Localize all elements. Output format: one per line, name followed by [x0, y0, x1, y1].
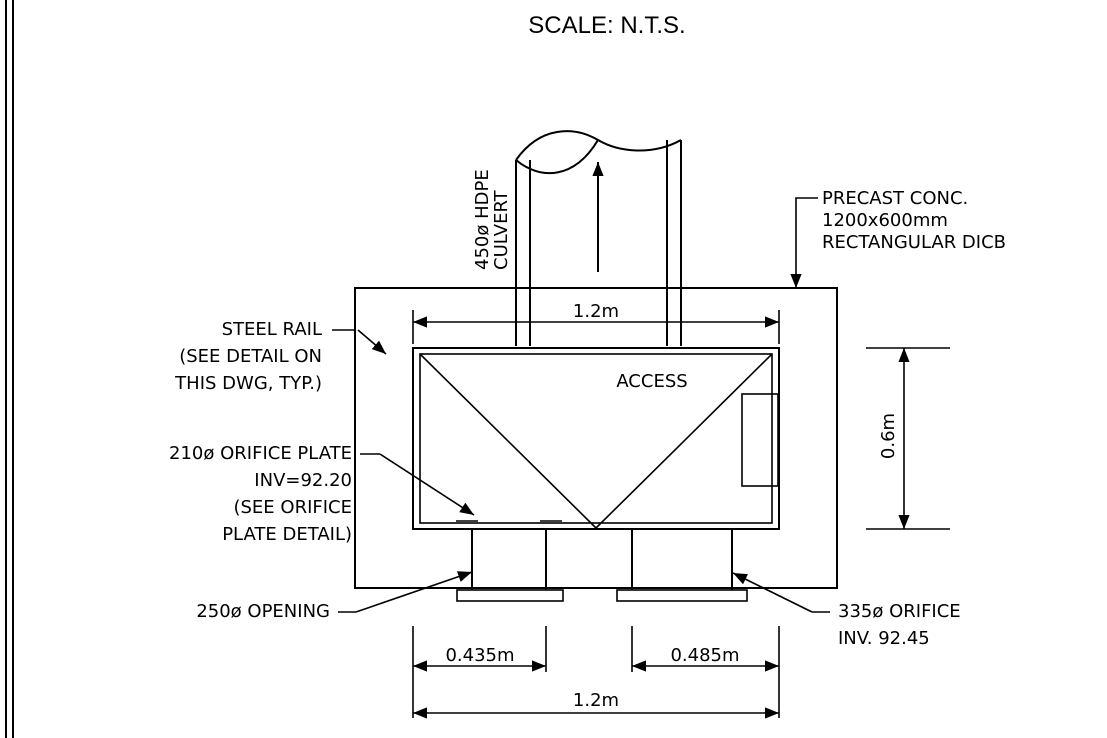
- svg-text:(SEE DETAIL ON: (SEE DETAIL ON: [179, 346, 322, 367]
- culvert-label-line1: 450ø HDPE: [472, 169, 493, 270]
- orifice-plate-label: 210ø ORIFICE PLATE INV=92.20 (SEE ORIFIC…: [169, 443, 475, 545]
- svg-text:PLATE DETAIL): PLATE DETAIL): [222, 524, 352, 545]
- svg-text:1200x600mm: 1200x600mm: [822, 210, 948, 231]
- svg-text:RECTANGULAR DICB: RECTANGULAR DICB: [822, 232, 1006, 253]
- culvert-pipe: [515, 130, 682, 346]
- svg-text:335ø ORIFICE: 335ø ORIFICE: [838, 601, 961, 622]
- orifice-label: 335ø ORIFICE INV. 92.45: [732, 572, 961, 649]
- steel-rail-label: STEEL RAIL (SEE DETAIL ON THIS DWG, TYP.…: [174, 319, 387, 394]
- dim-bottom-width: 1.2m: [413, 690, 779, 719]
- precast-chamber-outline: [354, 287, 838, 589]
- svg-text:INV. 92.45: INV. 92.45: [838, 628, 930, 649]
- dim-left-opening-label: 0.435m: [445, 645, 514, 666]
- culvert-label-line2: CULVERT: [491, 189, 512, 270]
- svg-text:250ø OPENING: 250ø OPENING: [196, 601, 330, 622]
- precast-label: PRECAST CONC. 1200x600mm RECTANGULAR DIC…: [790, 188, 1006, 288]
- culvert-label: 450ø HDPE CULVERT: [472, 169, 512, 270]
- outlet-opening-left: [456, 529, 564, 602]
- dim-right-opening-label: 0.485m: [670, 645, 739, 666]
- svg-text:PRECAST CONC.: PRECAST CONC.: [822, 188, 968, 209]
- dim-left-opening: 0.435m: [412, 626, 547, 718]
- dim-top-width: 1.2m: [412, 301, 780, 344]
- access-label: ACCESS: [616, 371, 687, 392]
- dim-right-opening: 0.485m: [631, 626, 780, 718]
- svg-text:INV=92.20: INV=92.20: [254, 470, 352, 491]
- dim-height: 0.6m: [866, 347, 950, 530]
- dim-top-width-label: 1.2m: [573, 301, 619, 322]
- svg-text:STEEL RAIL: STEEL RAIL: [222, 319, 322, 340]
- dim-height-label: 0.6m: [878, 413, 899, 459]
- steel-rail-handle: [741, 393, 779, 487]
- access-cover: [412, 347, 780, 530]
- svg-text:THIS DWG, TYP.): THIS DWG, TYP.): [174, 373, 322, 394]
- svg-text:(SEE ORIFICE: (SEE ORIFICE: [233, 497, 352, 518]
- svg-text:210ø ORIFICE PLATE: 210ø ORIFICE PLATE: [169, 443, 352, 464]
- opening-label: 250ø OPENING: [196, 571, 473, 622]
- outlet-opening-right: [616, 529, 748, 602]
- dim-bottom-width-label: 1.2m: [573, 690, 619, 711]
- scale-title: SCALE: N.T.S.: [528, 12, 685, 39]
